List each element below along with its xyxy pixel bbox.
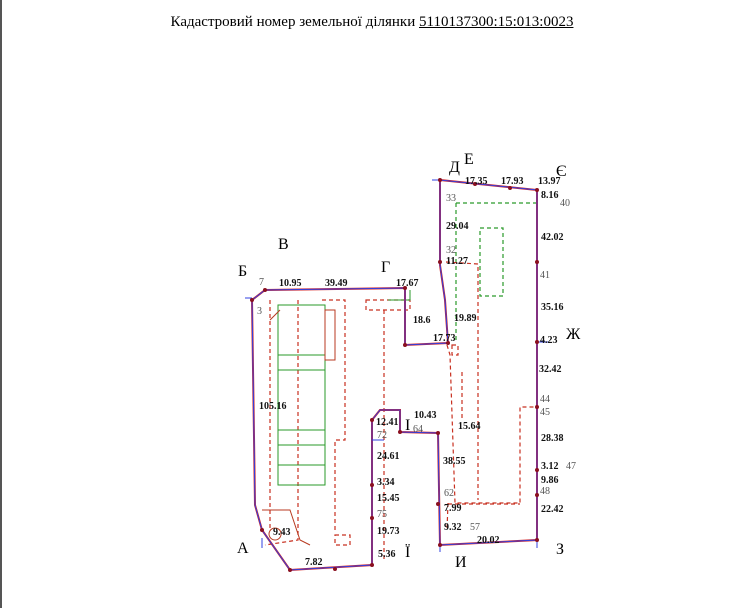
length: 42.02 (541, 232, 564, 243)
corner-ye: Є (556, 163, 567, 180)
length: 17.73 (433, 333, 456, 344)
point-number: 41 (540, 270, 550, 281)
length: 22.42 (541, 504, 564, 515)
corner-z: З (556, 541, 564, 558)
inner-structures (262, 202, 537, 560)
length: 5.36 (378, 549, 396, 560)
point-number: 48 (540, 486, 550, 497)
length: 8.16 (541, 190, 559, 201)
corner-y: И (455, 554, 467, 571)
boundary-vertices (250, 178, 539, 572)
point-number: 75 (377, 509, 387, 520)
point-number: 3 (257, 306, 262, 317)
point-number: 72 (377, 430, 387, 441)
page-edge (0, 0, 2, 608)
corner-labels: А Б В Г Д Е Є Ж З И І Ї (237, 151, 581, 571)
length: 3.12 (541, 461, 559, 472)
length: 17.93 (501, 176, 524, 187)
page-title: Кадастровий номер земельної ділянки 5110… (0, 14, 744, 31)
length: 9.86 (541, 475, 559, 486)
point-number: 32 (446, 245, 456, 256)
length: 11.27 (446, 256, 468, 267)
length: 7.99 (444, 503, 462, 514)
length: 15.45 (377, 493, 400, 504)
point-number: 40 (560, 198, 570, 209)
length: 38.55 (443, 456, 466, 467)
length: 4.23 (540, 335, 558, 346)
length: 13.97 (538, 176, 561, 187)
point-number: 57 (470, 522, 480, 533)
length: 10.43 (414, 410, 437, 421)
length: 15.64 (458, 421, 481, 432)
point-number: 47 (566, 461, 576, 472)
length: 17.35 (465, 176, 488, 187)
length: 10.95 (279, 278, 302, 289)
corner-e: Е (464, 151, 474, 168)
length: 28.38 (541, 433, 564, 444)
point-number: 44 (540, 394, 550, 405)
length: 9.32 (444, 522, 462, 533)
title-prefix: Кадастровий номер земельної ділянки (170, 14, 416, 30)
point-number: 45 (540, 407, 550, 418)
length: 19.73 (377, 526, 400, 537)
corner-d: Д (449, 159, 460, 176)
length: 39.49 (325, 278, 348, 289)
point-number: 62 (444, 488, 454, 499)
length: 20.02 (477, 535, 500, 546)
segment-lengths: 10.95 39.49 17.67 18.6 17.73 19.89 29.04… (259, 176, 564, 568)
length: 7.82 (305, 557, 323, 568)
length: 24.61 (377, 451, 400, 462)
point-number: 33 (446, 193, 456, 204)
corner-a: А (237, 540, 249, 557)
length: 29.04 (446, 221, 469, 232)
corner-yi: Ї (405, 543, 410, 561)
corner-b: Б (238, 263, 247, 280)
length: 18.6 (413, 315, 431, 326)
length: 32.42 (539, 364, 562, 375)
length: 105.16 (259, 401, 287, 412)
cadastral-number: 5110137300:15:013:0023 (419, 14, 574, 30)
corner-zh: Ж (566, 326, 581, 343)
point-number: 64 (413, 424, 423, 435)
length: 9.43 (273, 527, 291, 538)
length: 35.16 (541, 302, 564, 313)
length: 12.41 (376, 417, 399, 428)
point-number: 7 (259, 277, 264, 288)
length: 3.34 (377, 477, 395, 488)
point-numbers: 33 32 40 41 44 45 48 57 72 75 3 62 64 7 … (257, 193, 576, 533)
corner-i: І (405, 417, 410, 434)
corner-h: Г (381, 259, 390, 276)
length: 19.89 (454, 313, 477, 324)
corner-v: В (278, 236, 289, 253)
length: 17.67 (396, 278, 419, 289)
